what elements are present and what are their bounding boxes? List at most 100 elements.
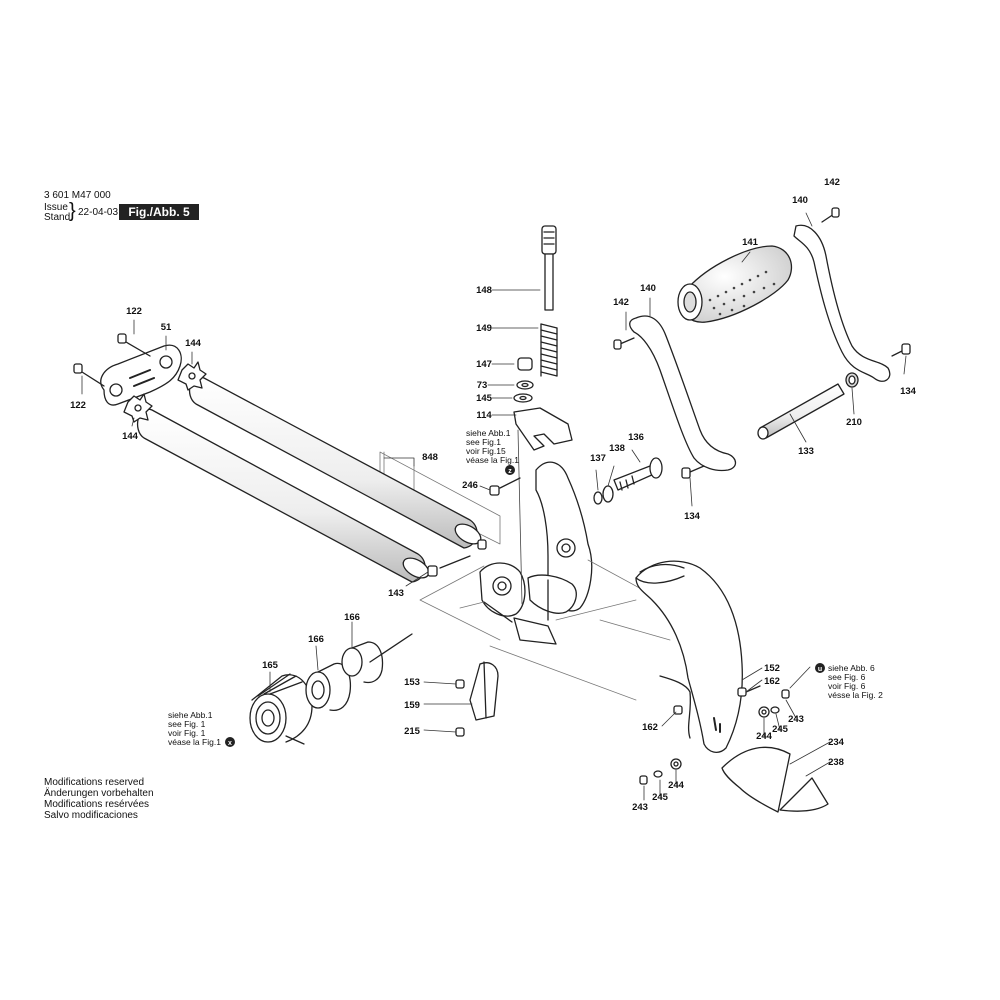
washer-73 xyxy=(516,380,534,390)
star-nut-144-top xyxy=(177,361,207,391)
screw-142-top xyxy=(821,207,840,223)
part-label: 147 xyxy=(476,359,492,370)
part-label: 152 xyxy=(764,663,780,674)
svg-text:véase la Fig.1: véase la Fig.1 xyxy=(466,455,519,465)
reference-note-x: siehe Abb.1 see Fig. 1 voir Fig. 1 véase… xyxy=(168,710,235,747)
svg-text:see Fig.1: see Fig.1 xyxy=(466,437,501,447)
end-cap-plate xyxy=(100,344,182,406)
compression-spring xyxy=(540,323,558,377)
ref-badge-u xyxy=(815,663,825,673)
reference-note-z: siehe Abb.1 see Fig.1 voir Fig.15 véase … xyxy=(466,428,519,475)
screw-246 xyxy=(489,477,521,496)
part-label: 165 xyxy=(262,660,279,671)
svg-text:see Fig. 1: see Fig. 1 xyxy=(168,719,206,729)
washer-145 xyxy=(513,393,533,403)
ref-badge-z xyxy=(505,465,515,475)
part-label: 51 xyxy=(161,322,172,333)
screw-near-tube xyxy=(477,539,487,550)
part-label: 144 xyxy=(185,338,202,349)
svg-text:voir Fig.15: voir Fig.15 xyxy=(466,446,506,456)
central-bracket xyxy=(479,461,593,645)
part-label: 153 xyxy=(404,677,420,688)
part-label: 133 xyxy=(798,446,814,457)
part-label: 238 xyxy=(828,757,844,768)
modifications-line: Modifications reserved xyxy=(44,777,145,788)
bracket-159 xyxy=(469,661,499,721)
part-label: 246 xyxy=(462,480,478,491)
locking-rod xyxy=(541,225,557,311)
bush-166 xyxy=(341,633,413,684)
part-label: 141 xyxy=(742,237,759,248)
svg-text:z: z xyxy=(508,468,512,475)
part-label: 162 xyxy=(764,676,780,687)
part-label: 114 xyxy=(476,410,492,421)
modifications-notice: Modifications reserved Änderungen vorbeh… xyxy=(44,777,154,821)
part-label: 122 xyxy=(126,306,142,317)
part-label: 122 xyxy=(70,400,86,411)
blade-guard xyxy=(635,560,743,754)
ring-138 xyxy=(602,485,614,503)
part-label: 149 xyxy=(476,323,492,334)
part-label: 215 xyxy=(404,726,421,737)
part-label: 245 xyxy=(652,792,669,803)
screw-162-a xyxy=(737,685,761,697)
screw-142-left xyxy=(613,337,635,350)
svg-text:voir Fig. 1: voir Fig. 1 xyxy=(168,728,206,738)
part-label: 244 xyxy=(756,731,773,742)
part-label: 142 xyxy=(824,177,840,188)
part-label: 144 xyxy=(122,431,139,442)
guard-shield-234 xyxy=(721,746,791,813)
part-label: 142 xyxy=(613,297,629,308)
screw-134-bottom xyxy=(681,465,705,479)
screw-153 xyxy=(455,679,465,689)
part-label: 159 xyxy=(404,700,420,711)
part-label: 245 xyxy=(772,724,789,735)
part-label: 243 xyxy=(632,802,648,813)
svg-text:siehe Abb.1: siehe Abb.1 xyxy=(168,710,213,720)
assembly-lines xyxy=(379,429,681,701)
star-nut-144-bottom xyxy=(123,393,153,423)
part-label: 234 xyxy=(828,737,845,748)
svg-text:see Fig. 6: see Fig. 6 xyxy=(828,672,866,682)
part-label: 162 xyxy=(642,722,658,733)
screw-122-bottom xyxy=(73,363,105,387)
cap-147 xyxy=(517,357,533,371)
handle-rod xyxy=(757,372,859,440)
part-label: 145 xyxy=(476,393,493,404)
svg-text:vésse la Fig. 2: vésse la Fig. 2 xyxy=(828,690,883,700)
part-label: 148 xyxy=(476,285,492,296)
part-number: 3 601 M47 000 xyxy=(44,190,111,201)
modifications-line: Änderungen vorbehalten xyxy=(44,788,154,799)
part-label: 244 xyxy=(668,780,685,791)
part-label: 138 xyxy=(609,443,625,454)
screw-122-top xyxy=(117,333,151,357)
ring-137 xyxy=(593,491,603,505)
part-label: 210 xyxy=(846,417,862,428)
handle-bar-right xyxy=(793,224,891,382)
part-label: 166 xyxy=(308,634,324,645)
screw-243-a xyxy=(781,689,790,699)
screw-243-b xyxy=(639,775,648,785)
handle-bar-left xyxy=(629,315,737,472)
brace-glyph: } xyxy=(69,200,76,222)
screw-215 xyxy=(455,727,465,737)
ref-badge-x xyxy=(225,737,235,747)
svg-text:siehe Abb. 6: siehe Abb. 6 xyxy=(828,663,875,673)
svg-text:u: u xyxy=(818,666,822,673)
spiral-spring xyxy=(249,673,313,745)
part-label: 137 xyxy=(590,453,606,464)
washer-245-a xyxy=(770,706,780,714)
modifications-line: Modifications resérvées xyxy=(44,799,150,810)
stand-label: Stand xyxy=(44,212,71,223)
part-label: 134 xyxy=(684,511,701,522)
svg-text:véase la Fig.1: véase la Fig.1 xyxy=(168,737,221,747)
part-label: 166 xyxy=(344,612,360,623)
handle-grip xyxy=(677,245,793,323)
part-label: 136 xyxy=(628,432,644,443)
guard-shield-238 xyxy=(779,777,829,812)
svg-text:x: x xyxy=(228,740,232,747)
plate-114 xyxy=(513,407,573,451)
svg-text:voir Fig. 6: voir Fig. 6 xyxy=(828,681,866,691)
leader-lines xyxy=(81,212,907,801)
